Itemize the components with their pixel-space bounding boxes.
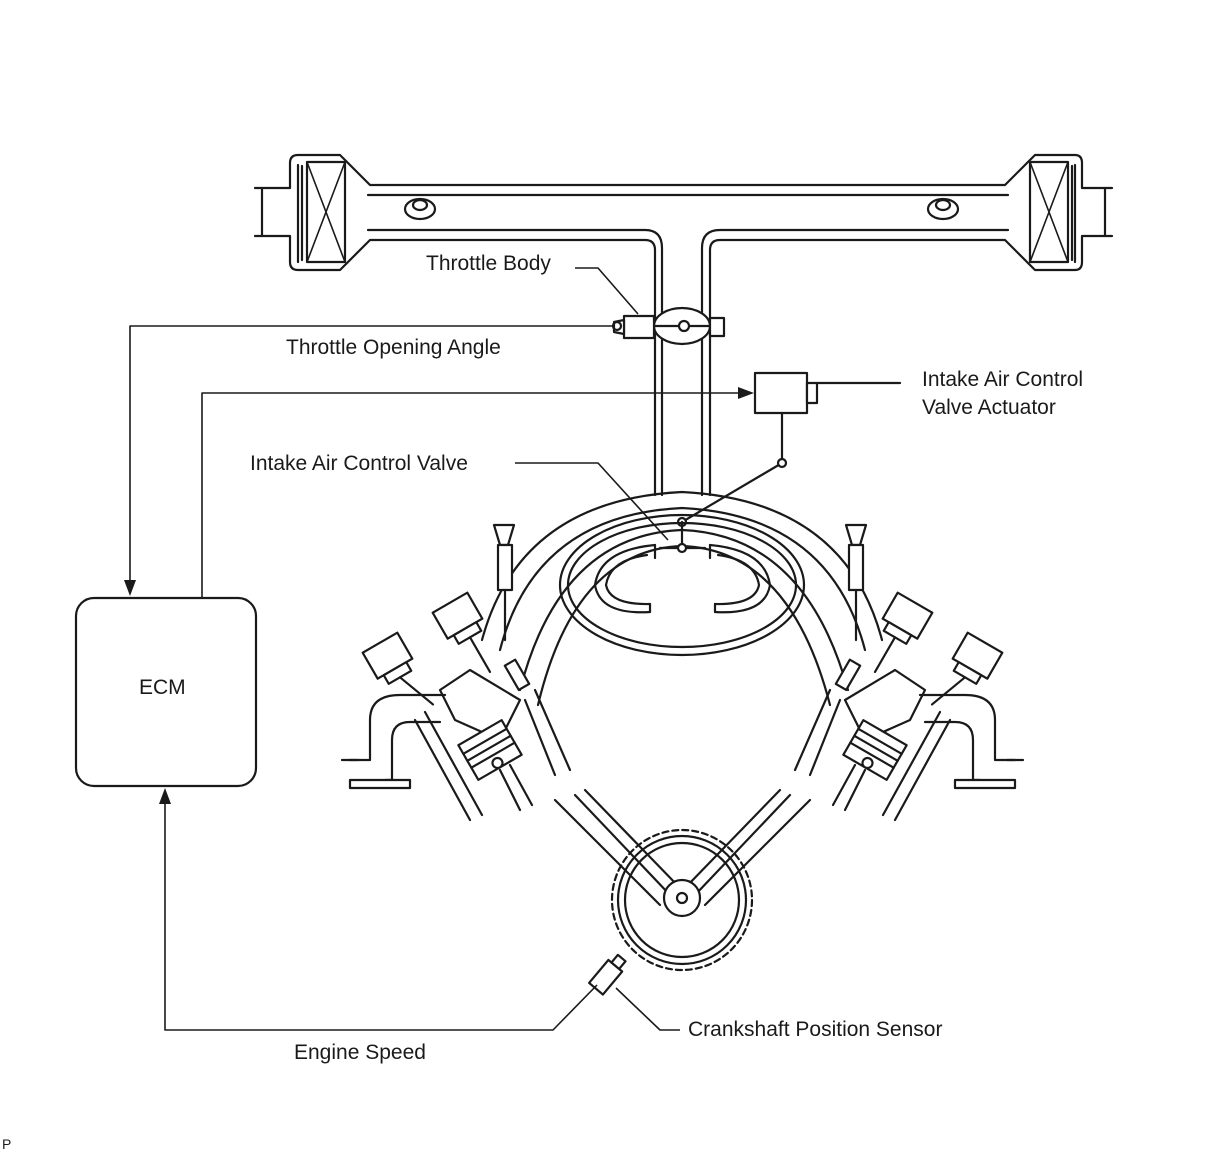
- ecm-label: ECM: [139, 676, 186, 699]
- right-cylinder-bank: [793, 523, 1025, 822]
- throttle-body: [611, 306, 726, 346]
- iacv-actuator-label-line1: Intake Air Control: [922, 368, 1084, 391]
- engine-speed-arrow: [159, 788, 171, 804]
- corner-mark: P: [2, 1136, 12, 1152]
- ecm-input-arrow: [124, 580, 136, 596]
- iacv-actuator-label-line2: Valve Actuator: [922, 396, 1056, 419]
- throttle-body-label: Throttle Body: [426, 252, 551, 275]
- signal-lines: [124, 267, 754, 1031]
- crankshaft-sensor-label: Crankshaft Position Sensor: [688, 1018, 943, 1041]
- throttle-opening-angle-label: Throttle Opening Angle: [286, 336, 501, 359]
- left-cylinder-bank: [340, 523, 572, 822]
- iacv-label: Intake Air Control Valve: [250, 452, 468, 475]
- ecm-box: [74, 596, 258, 788]
- iacv-actuator: [676, 371, 902, 528]
- intake-manifold: [480, 490, 884, 707]
- crankshaft-assembly: [553, 788, 812, 996]
- engine-speed-label: Engine Speed: [294, 1041, 426, 1064]
- actuator-arrow: [738, 387, 754, 399]
- intake-air-duct: [253, 153, 1114, 497]
